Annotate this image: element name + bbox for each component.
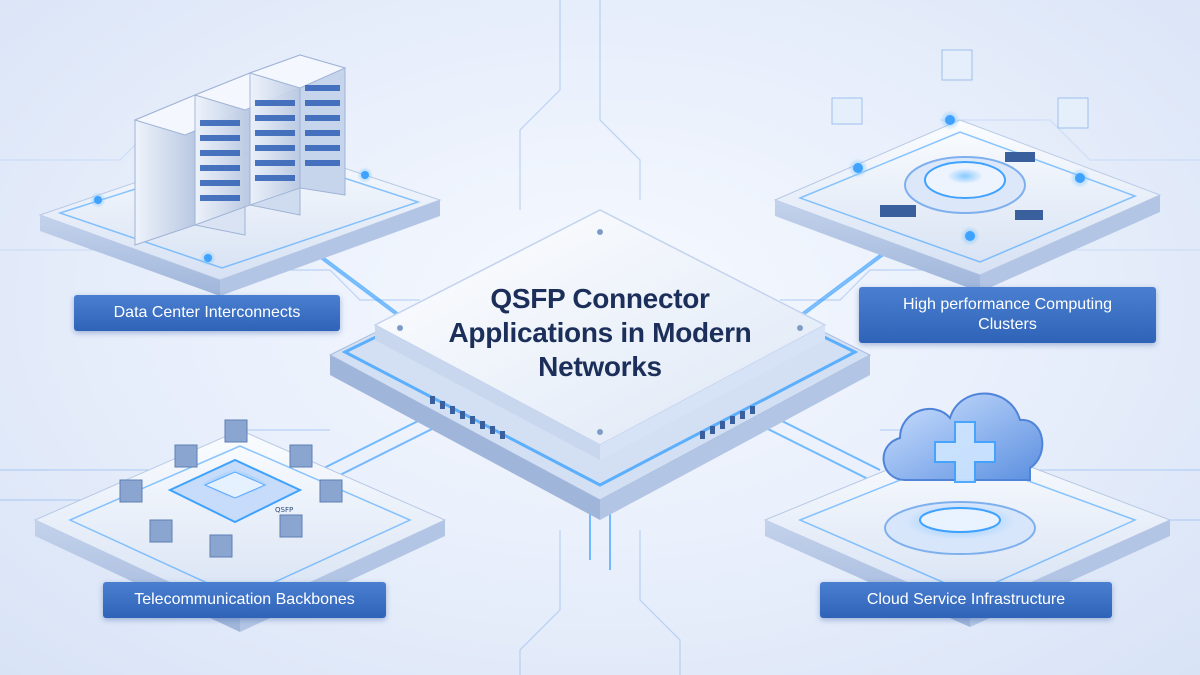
cloud-plus-icon [882,392,1044,555]
label-hpc-line-1: High performance Computing [903,296,1112,313]
label-data-center-interconnects: Data Center Interconnects [74,295,340,331]
chip-marking: QSFP [275,506,293,514]
label-hpc-line-2: Clusters [978,316,1037,333]
label-telecom-text: Telecommunication Backbones [134,591,355,608]
server-rack-icon [90,54,373,266]
label-cloud-service-infrastructure: Cloud Service Infrastructure [820,582,1112,618]
label-cloud-text: Cloud Service Infrastructure [866,591,1066,608]
central-chip-icon [328,209,872,520]
title-line-3: Networks [538,351,662,382]
label-telecommunication-backbones: Telecommunication Backbones [103,582,386,618]
title-line-2: Applications in Modern [448,317,752,348]
network-switch-icon: QSFP [119,419,343,558]
circuit-board-icon [831,49,1090,246]
page-title: QSFP Connector Applications in Modern Ne… [430,282,770,384]
label-high-performance-computing: High performance Computing Clusters [859,287,1156,343]
title-line-1: QSFP Connector [490,283,710,314]
label-data-center-text: Data Center Interconnects [113,304,301,321]
